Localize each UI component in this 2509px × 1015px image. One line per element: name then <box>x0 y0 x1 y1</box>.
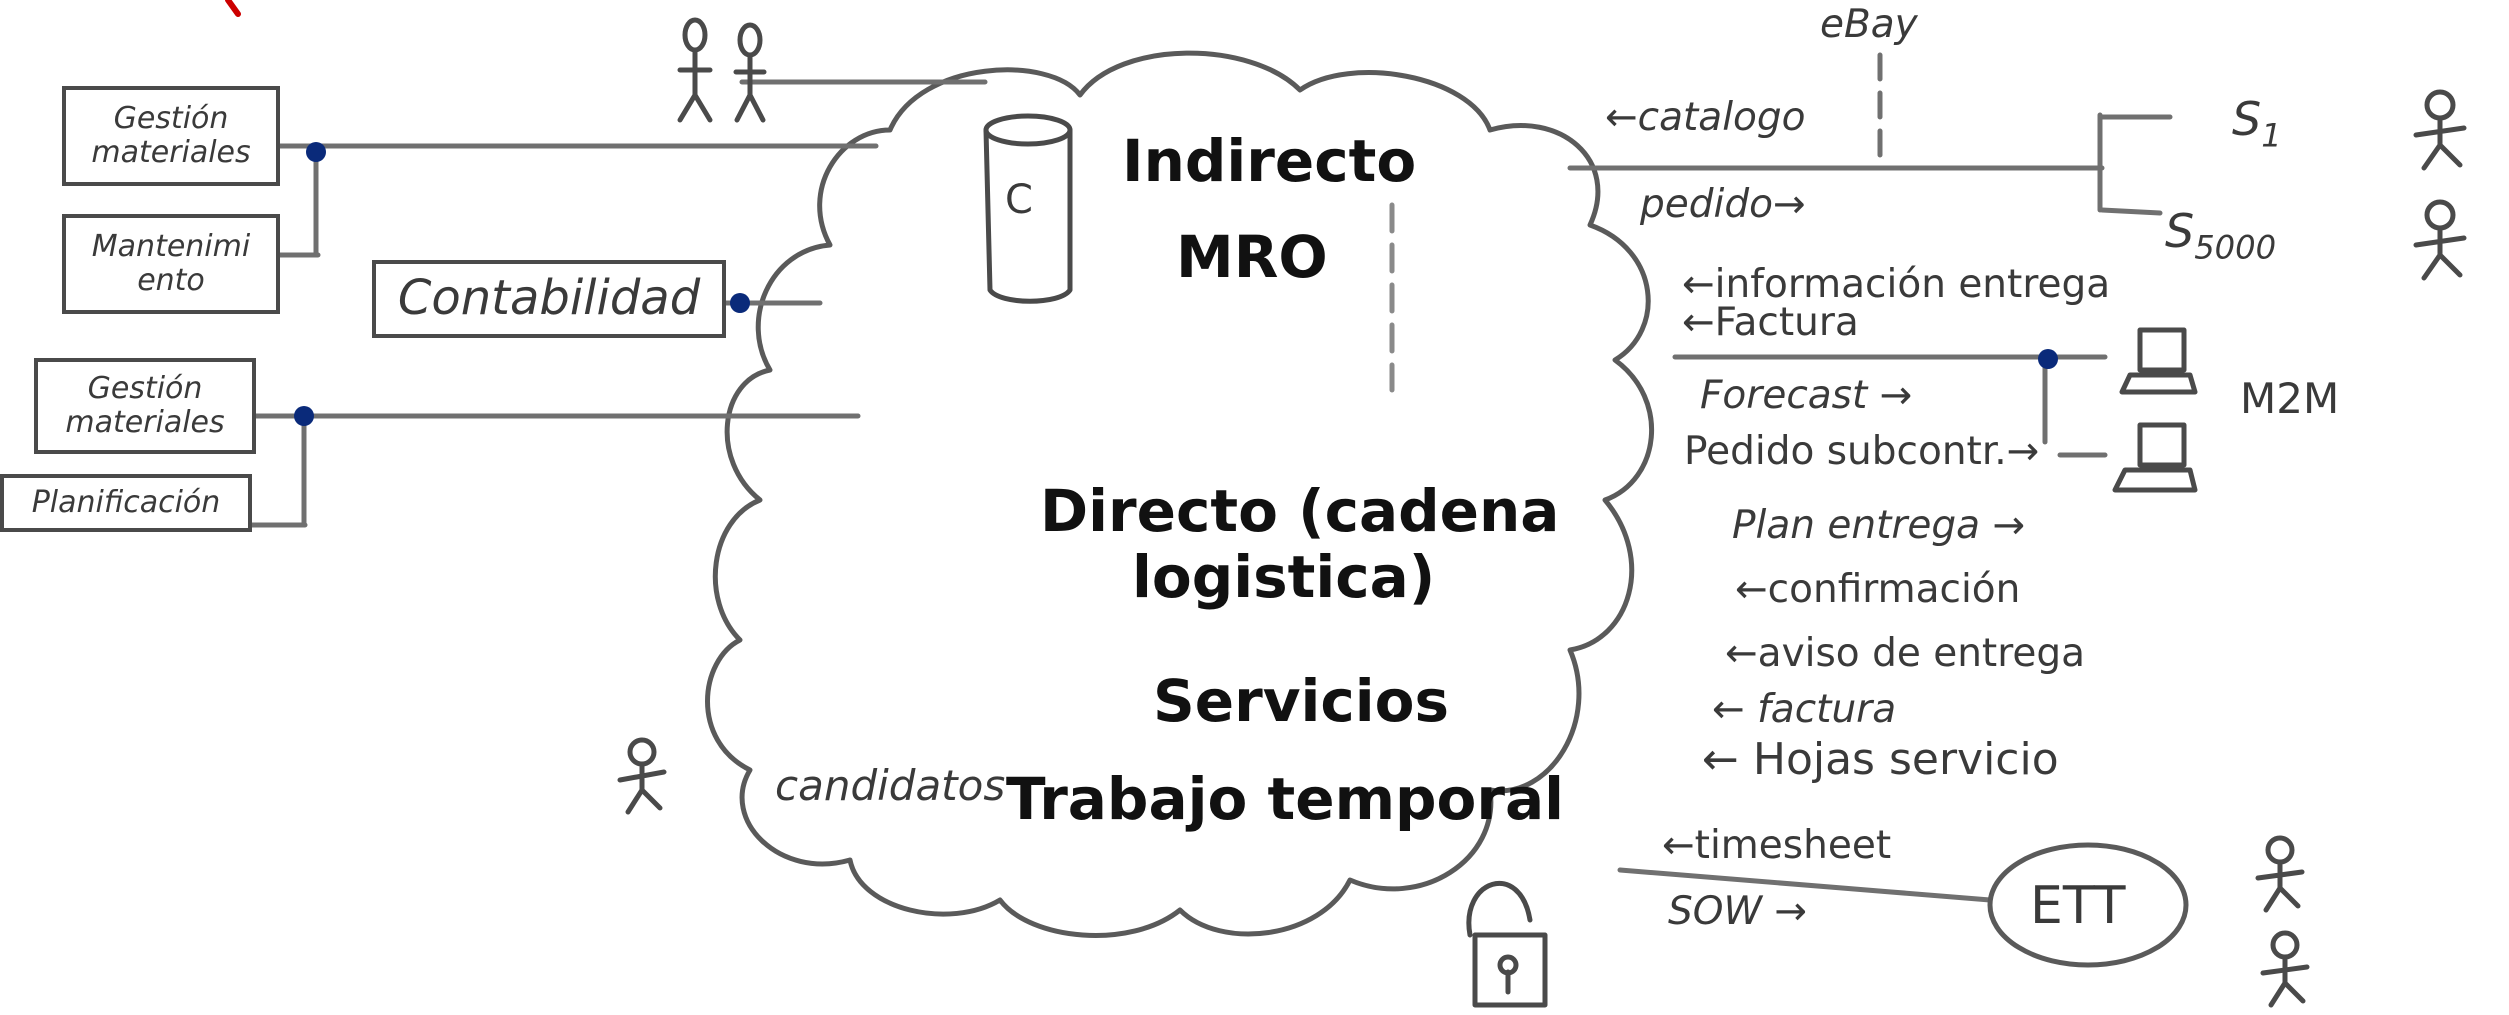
gestion-materiales-box: Gestión materiales <box>62 86 280 186</box>
factura-label: ← factura <box>1712 687 1897 732</box>
stick-figure-icon <box>617 737 667 815</box>
pedido-label: pedido→ <box>1640 182 1806 227</box>
catalogo-label: ←catalogo <box>1605 95 1806 140</box>
timesheet-label: ←timesheet <box>1662 823 1892 868</box>
directo-label: Directo (cadena <box>1040 477 1560 545</box>
cloud-shape <box>705 50 1655 938</box>
ett-label: ETT <box>2030 876 2126 936</box>
gestion-materiales-box: Gestión materiales <box>34 358 256 454</box>
stick-figure-icon <box>2413 89 2467 281</box>
right-connectors <box>1567 52 2173 903</box>
factura-top-label: ←Factura <box>1682 300 1859 345</box>
junction-dot <box>2038 349 2058 369</box>
trabajo-temporal-label: Trabajo temporal <box>1006 765 1564 833</box>
hojas-servicio-label: ← Hojas servicio <box>1702 734 2059 785</box>
aviso-entrega-label: ←aviso de entrega <box>1725 631 2086 676</box>
database-label: C <box>1005 177 1033 223</box>
mro-label: MRO <box>1176 223 1328 291</box>
informacion-entrega-label: ←información entrega <box>1682 262 2111 307</box>
junction-dot <box>730 293 750 313</box>
left-connectors <box>249 79 988 528</box>
junction-dot <box>306 142 326 162</box>
s1-subscript: 1 <box>2261 116 2282 155</box>
ebay-label: eBay <box>1820 2 1918 47</box>
confirmacion-label: ←confirmación <box>1735 567 2021 612</box>
junction-dot <box>294 406 314 426</box>
plan-entrega-label: Plan entrega → <box>1732 503 2026 548</box>
sow-label: SOW → <box>1668 889 1808 934</box>
contabilidad-box: Contabilidad <box>372 260 726 338</box>
stick-figure-icon <box>2255 835 2310 1008</box>
database-icon <box>983 113 1073 304</box>
s1-label: S1 <box>2232 92 2282 155</box>
m2m-label: M2M <box>2240 374 2340 423</box>
pedido-subcontr-label: Pedido subcontr.→ <box>1684 429 2040 474</box>
s5000-subscript: 5000 <box>2194 228 2277 267</box>
laptop-icon <box>2112 327 2198 493</box>
mantenimiento-box: Mantenimi ento <box>62 214 280 314</box>
forecast-label: Forecast → <box>1700 373 1913 418</box>
stick-figure-icon <box>677 17 767 123</box>
ett-ellipse <box>1987 842 2189 968</box>
candidatos-label: candidatos <box>775 761 1006 810</box>
indirecto-label: Indirecto <box>1122 127 1417 195</box>
logistica-label: logistica) <box>1132 543 1436 611</box>
servicios-label: Servicios <box>1153 667 1450 735</box>
s5000-label: S5000 <box>2165 204 2277 267</box>
corner-mark <box>225 0 241 17</box>
planificacion-box: Planificación <box>0 474 252 532</box>
padlock-icon <box>1466 880 1548 1008</box>
